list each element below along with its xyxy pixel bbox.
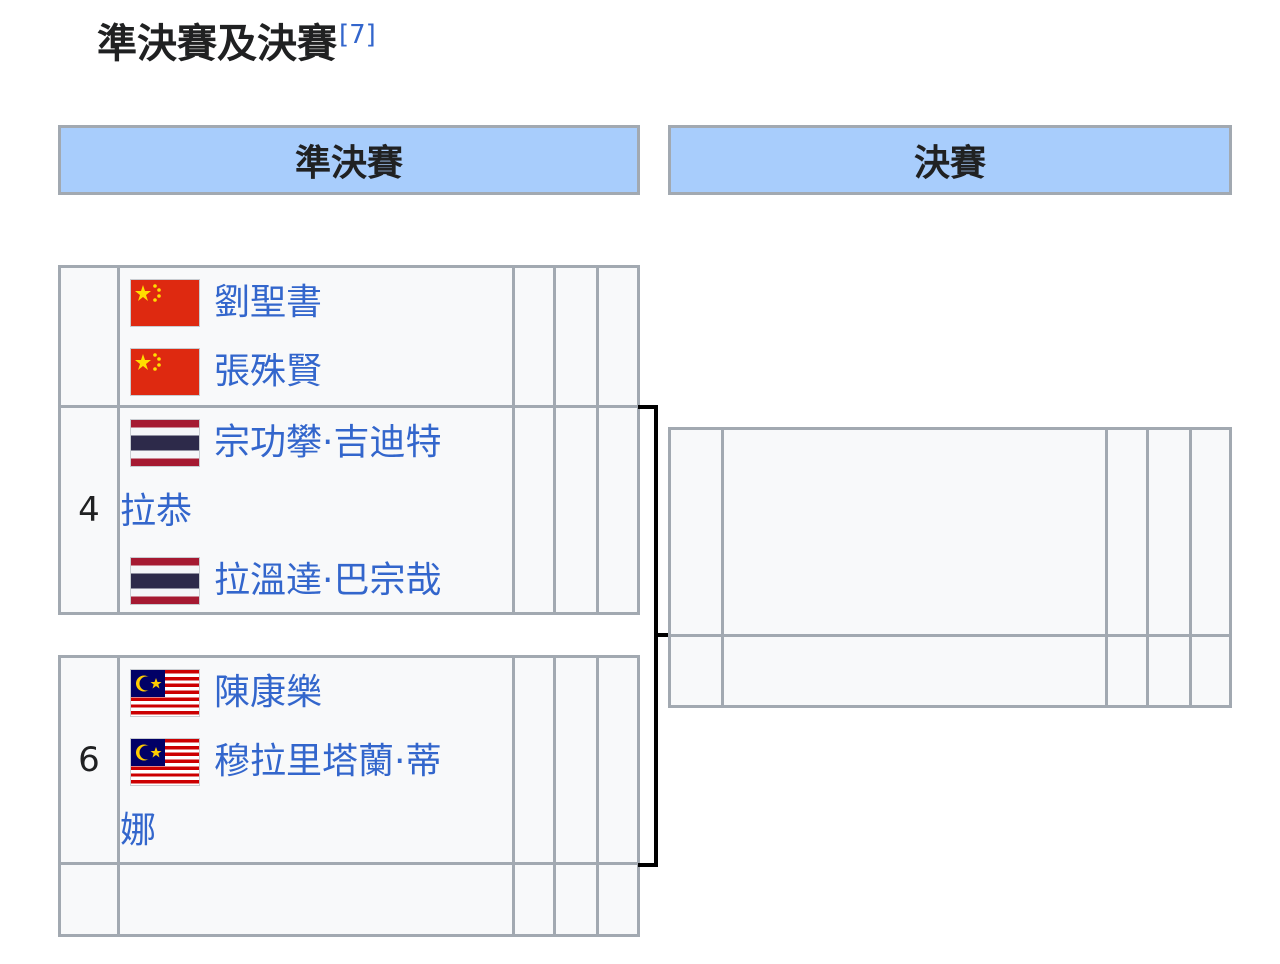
- score-cell: [1105, 427, 1149, 637]
- score-cell: [1189, 634, 1232, 708]
- score-cell: [553, 265, 599, 408]
- score-cell: [596, 655, 640, 865]
- player-name-link[interactable]: 劉聖書: [214, 282, 323, 323]
- score-cell: [553, 862, 599, 937]
- malaysia-flag-icon: [130, 668, 200, 717]
- seed-cell: 4: [58, 405, 120, 615]
- china-flag-icon: [130, 347, 200, 396]
- player-entry: 宗功攀·吉迪特: [130, 408, 441, 477]
- player-name-continuation: 拉恭: [120, 477, 192, 546]
- player-name-link[interactable]: 拉恭: [120, 491, 193, 532]
- seed-cell: [668, 634, 724, 708]
- player-name-continuation: 娜: [120, 796, 156, 865]
- china-flag-icon: [130, 278, 200, 327]
- player-entry: 穆拉里塔蘭·蒂: [130, 727, 441, 796]
- team-names: 拉溫達·巴宗哉: [130, 546, 441, 615]
- section-title: 準決賽及決賽: [97, 21, 337, 67]
- score-cell: [512, 655, 556, 865]
- player-name-link[interactable]: 張殊賢: [214, 351, 323, 392]
- score-cell: [596, 265, 640, 408]
- score-cell: [512, 862, 556, 937]
- final-header: 決賽: [668, 125, 1232, 195]
- seed-cell: [668, 427, 724, 637]
- team-cell: [117, 862, 515, 937]
- score-cell: [1146, 427, 1192, 637]
- thailand-flag-icon: [130, 556, 200, 605]
- final-header-label: 決賽: [913, 143, 986, 184]
- seed-cell: [58, 862, 120, 937]
- team-names-wrap: 娜: [120, 796, 156, 865]
- score-cell: [1189, 427, 1232, 637]
- player-name-link[interactable]: 宗功攀·吉迪特: [214, 422, 442, 463]
- seed-cell: 6: [58, 655, 120, 865]
- team-names: 陳康樂 穆拉里塔蘭·蒂: [130, 658, 441, 796]
- score-cell: [596, 405, 640, 615]
- player-entry: 劉聖書: [130, 268, 322, 337]
- team-cell: [721, 634, 1108, 708]
- bracket-bottom-arm: [638, 863, 658, 867]
- score-cell: [553, 405, 599, 615]
- malaysia-flag-icon: [130, 737, 200, 786]
- team-names: 劉聖書 張殊賢: [130, 268, 322, 406]
- seed-number: 6: [78, 740, 100, 780]
- reference-link[interactable]: [7]: [339, 20, 376, 50]
- semifinal-header: 準決賽: [58, 125, 640, 195]
- thailand-flag-icon: [130, 418, 200, 467]
- player-name-link[interactable]: 陳康樂: [214, 672, 323, 713]
- player-name-link[interactable]: 娜: [120, 810, 157, 851]
- bracket-output-arm: [654, 633, 672, 637]
- score-cell: [1146, 634, 1192, 708]
- section-heading: 準決賽及決賽[7]: [97, 10, 376, 83]
- player-name-link[interactable]: 拉溫達·巴宗哉: [214, 560, 442, 601]
- seed-cell: [58, 265, 120, 408]
- player-entry: 拉溫達·巴宗哉: [130, 546, 441, 615]
- player-entry: 張殊賢: [130, 337, 322, 406]
- score-cell: [512, 405, 556, 615]
- bracket-top-arm: [638, 405, 658, 409]
- player-entry: 陳康樂: [130, 658, 441, 727]
- player-name-link[interactable]: 穆拉里塔蘭·蒂: [214, 741, 442, 782]
- score-cell: [553, 655, 599, 865]
- score-cell: [1105, 634, 1149, 708]
- score-cell: [596, 862, 640, 937]
- team-names-wrap: 拉恭: [120, 477, 192, 546]
- team-cell: [721, 427, 1108, 637]
- team-names: 宗功攀·吉迪特: [130, 408, 441, 477]
- score-cell: [512, 265, 556, 408]
- semifinal-header-label: 準決賽: [294, 143, 403, 184]
- seed-number: 4: [78, 490, 100, 530]
